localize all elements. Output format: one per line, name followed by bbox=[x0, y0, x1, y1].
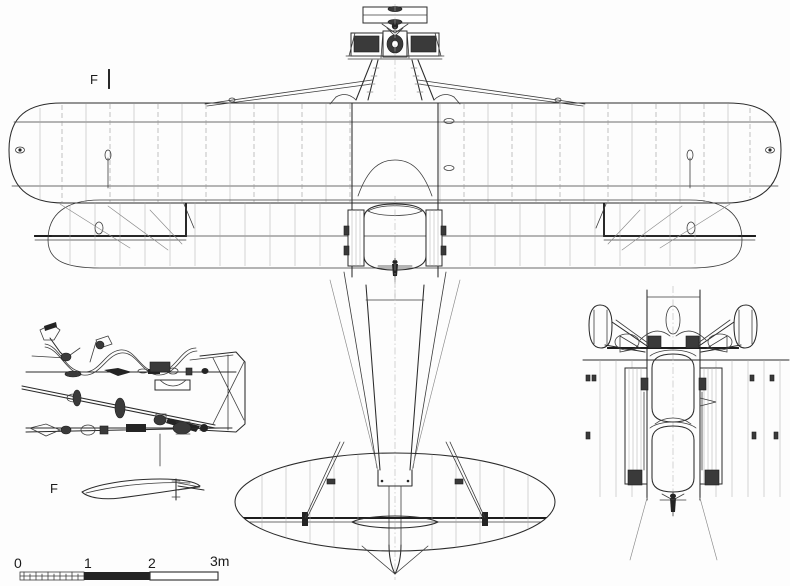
nose-engine-detail bbox=[329, 4, 461, 105]
bracing-wires-left bbox=[59, 203, 195, 251]
scale-tick-3: 3m bbox=[210, 553, 230, 569]
bracing-wires-right bbox=[595, 203, 731, 251]
airfoil-section-label: F bbox=[50, 481, 58, 496]
airfoil-section-F bbox=[81, 478, 205, 501]
tailplane-plan bbox=[234, 441, 556, 575]
section-marker-label-top: F bbox=[90, 72, 98, 87]
scale-tick-1: 1 bbox=[84, 555, 92, 571]
flying-wires bbox=[204, 79, 586, 107]
scale-bar-graphic bbox=[19, 571, 219, 581]
underside-undercarriage-view bbox=[582, 286, 790, 561]
scale-tick-2: 2 bbox=[148, 555, 156, 571]
upper-wing-plan bbox=[8, 102, 782, 241]
control-system-detail bbox=[21, 322, 246, 467]
lower-wing-plan bbox=[47, 199, 743, 269]
scale-tick-0: 0 bbox=[14, 555, 22, 571]
rear-fuselage bbox=[329, 271, 461, 580]
